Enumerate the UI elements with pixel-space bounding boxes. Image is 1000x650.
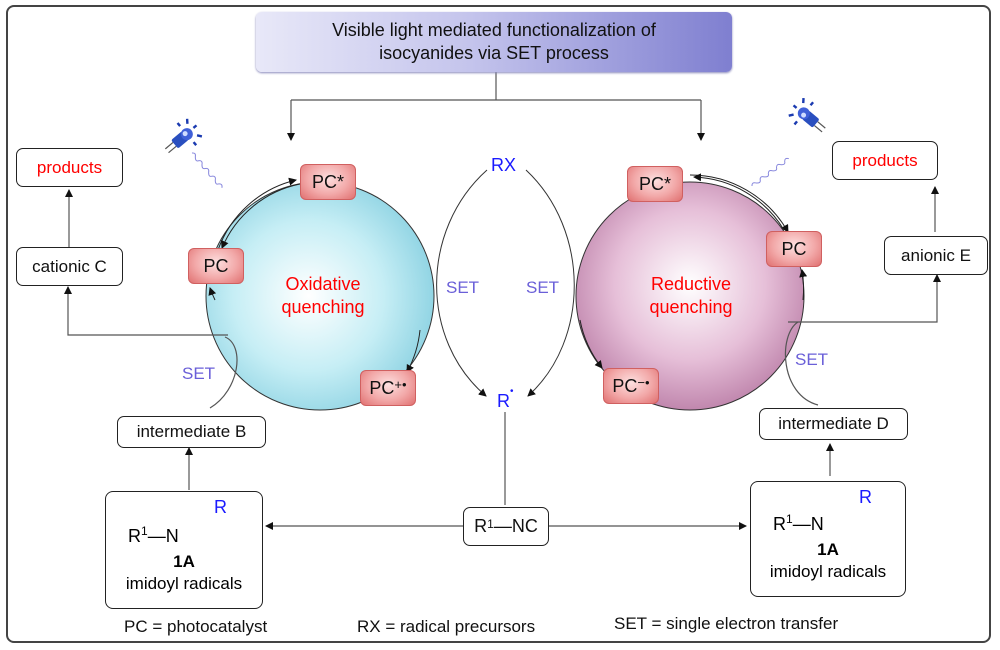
products-label: products	[36, 157, 103, 177]
set-label-left: SET	[446, 278, 480, 297]
intermediate-label: intermediate D	[778, 414, 889, 433]
n-symbol: —N	[147, 526, 179, 546]
compound-label: 1A	[817, 540, 839, 559]
set-label-right: SET	[526, 278, 560, 297]
cationic-c-box: cationic C	[16, 247, 123, 286]
led-light-icon	[788, 98, 826, 133]
oxidative-quenching-label: Oxidative quenching	[268, 273, 378, 319]
radical-cation-charge: +•	[394, 376, 407, 392]
products-label: products	[852, 150, 918, 170]
anionic-e-box: anionic E	[884, 236, 988, 275]
pc-label: PC	[781, 238, 807, 259]
pc-oxidized: PC+•	[360, 370, 416, 406]
light-wave-left	[191, 152, 223, 188]
radical-symbol: R	[497, 391, 510, 411]
set-label-right-path: SET	[795, 350, 829, 369]
imidoyl-r1n: R1—N	[773, 512, 824, 535]
legend-set: SET = single electron transfer	[614, 614, 839, 633]
title-line-1: Visible light mediated functionalization…	[332, 20, 656, 40]
set-arcs	[436, 169, 575, 397]
legend-pc: PC = photocatalyst	[124, 617, 268, 636]
pc-reduced: PC−•	[603, 368, 659, 404]
imidoyl-radical-box-left: R1—N R 1A imidoyl radicals	[105, 491, 263, 609]
r-group: R	[474, 516, 488, 536]
imidoyl-r: R	[859, 487, 872, 507]
reductive-cycle-circle	[575, 181, 805, 411]
diagram-frame	[6, 5, 991, 643]
radical-r: R•	[497, 386, 514, 412]
pc-excited-reductive: PC*	[627, 166, 683, 202]
reductive-cycle-arrows	[579, 173, 808, 369]
pc-label: PC	[369, 377, 395, 398]
pc-ground-reductive: PC	[766, 231, 822, 267]
r1-superscript: 1	[786, 512, 793, 526]
diagram-title: Visible light mediated functionalization…	[256, 12, 732, 72]
cationic-label: cationic C	[32, 256, 107, 276]
products-box-right: products	[832, 141, 938, 180]
intermediate-b-box: intermediate B	[117, 416, 266, 448]
pc-ground-oxidative: PC	[188, 248, 244, 284]
pc-label: PC*	[638, 173, 671, 194]
right-path-arrows	[784, 186, 941, 476]
quench-line-2: quenching	[281, 297, 365, 317]
pc-label: PC*	[311, 171, 344, 192]
imidoyl-r: R	[214, 497, 227, 517]
legend-rx: RX = radical precursors	[357, 617, 536, 636]
radical-anion-charge: −•	[637, 374, 650, 390]
r1-superscript: 1	[141, 524, 148, 538]
set-label-left-path: SET	[182, 364, 216, 383]
r1-symbol: R	[128, 526, 141, 546]
r-superscript: 1	[487, 516, 494, 531]
quench-line-1: Reductive	[650, 274, 732, 294]
title-connectors	[287, 72, 705, 141]
compound-name: imidoyl radicals	[125, 574, 243, 593]
pc-label: PC	[612, 375, 638, 396]
anionic-label: anionic E	[901, 245, 971, 265]
intermediate-label: intermediate B	[136, 422, 247, 441]
r1-symbol: R	[773, 514, 786, 534]
led-light-icon	[164, 118, 203, 154]
title-line-2: isocyanides via SET process	[379, 43, 609, 63]
n-symbol: —N	[792, 514, 824, 534]
compound-name: imidoyl radicals	[769, 562, 887, 581]
pc-excited-oxidative: PC*	[300, 164, 356, 200]
reductive-quenching-label: Reductive quenching	[636, 273, 746, 319]
rx-reagent: RX	[491, 155, 517, 175]
nc-group: —NC	[493, 516, 538, 536]
compound-label: 1A	[173, 552, 195, 571]
imidoyl-radical-box-right: R1—N R 1A imidoyl radicals	[750, 481, 906, 597]
pc-label: PC	[203, 255, 229, 276]
imidoyl-r1n: R1—N	[128, 524, 179, 547]
radical-dot: •	[510, 386, 514, 397]
oxidative-cycle-arrows	[208, 177, 421, 373]
light-wave-right	[751, 157, 789, 187]
quench-line-1: Oxidative	[285, 274, 361, 294]
left-path-arrows	[64, 189, 238, 490]
quench-line-2: quenching	[649, 297, 733, 317]
intermediate-d-box: intermediate D	[759, 408, 908, 440]
products-box-left: products	[16, 148, 123, 187]
